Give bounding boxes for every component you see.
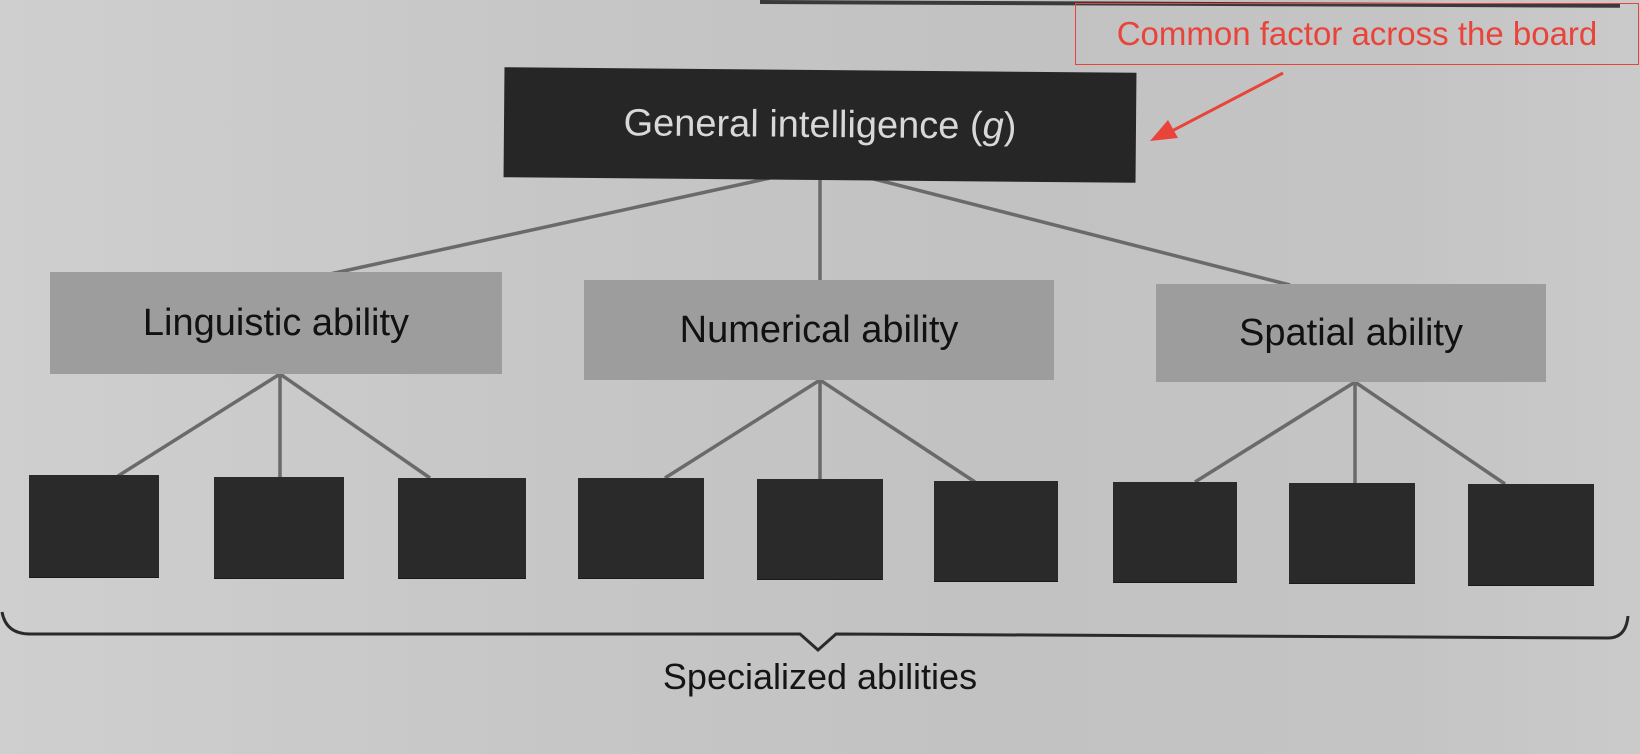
specialized-ability-leaf-3 xyxy=(398,478,526,578)
specialized-abilities-label: Specialized abilities xyxy=(662,656,978,697)
general-intelligence-label: General intelligence (g) xyxy=(623,101,1017,148)
specialized-ability-leaf-5 xyxy=(757,479,883,579)
specialized-ability-leaf-1 xyxy=(29,475,159,577)
root-connectors xyxy=(329,176,1291,287)
annotation-text: Common factor across the board xyxy=(1116,15,1598,52)
specialized-brace xyxy=(0,611,1630,653)
annotation-callout: Common factor across the board xyxy=(1075,3,1639,65)
numerical-connectors xyxy=(664,378,976,484)
linguistic-ability-label: Linguistic ability xyxy=(142,301,410,344)
specialized-ability-leaf-7 xyxy=(1113,482,1237,582)
specialized-ability-leaf-8 xyxy=(1289,483,1415,583)
specialized-ability-leaf-2 xyxy=(214,477,344,578)
numerical-ability-node: Numerical ability xyxy=(584,280,1054,380)
specialized-ability-leaf-9 xyxy=(1468,484,1594,585)
linguistic-connectors xyxy=(117,372,431,480)
specialized-ability-leaf-6 xyxy=(934,481,1058,581)
spatial-ability-label: Spatial ability xyxy=(1239,311,1463,354)
spatial-connectors xyxy=(1194,380,1506,486)
g-symbol: g xyxy=(982,104,1004,148)
spatial-ability-node: Spatial ability xyxy=(1156,284,1546,382)
general-intelligence-node: General intelligence (g) xyxy=(503,67,1137,183)
annotation-arrow xyxy=(1150,71,1284,141)
linguistic-ability-node: Linguistic ability xyxy=(50,272,502,374)
specialized-ability-leaf-4 xyxy=(578,478,704,578)
numerical-ability-label: Numerical ability xyxy=(679,308,959,351)
